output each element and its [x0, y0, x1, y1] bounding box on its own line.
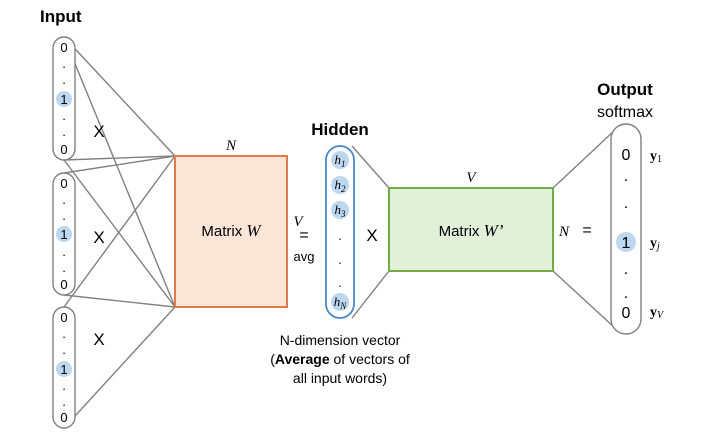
input-2-times: X [93, 228, 104, 247]
svg-text:.: . [624, 195, 628, 212]
svg-text:1: 1 [60, 362, 67, 377]
svg-text:.: . [62, 208, 66, 223]
svg-text:0: 0 [60, 310, 67, 325]
svg-text:1: 1 [622, 235, 631, 252]
input-connectors [63, 36, 176, 429]
input-vector-2: 0 . . 1 . . 0 [52, 172, 76, 296]
output-values: 0 . . 1 . . 0 [622, 147, 631, 322]
svg-text:0: 0 [60, 40, 67, 55]
svg-text:y1: y1 [650, 149, 662, 165]
svg-text:.: . [62, 108, 66, 123]
svg-text:.: . [624, 285, 628, 302]
input-1-hot-highlight [56, 91, 72, 107]
output-connectors [552, 129, 616, 329]
avg-equals: = [299, 227, 308, 244]
input-3-hot-highlight [56, 361, 72, 377]
avg-label: avg [294, 249, 315, 264]
output-y-labels: y1 yj yV [650, 149, 665, 321]
svg-text:.: . [338, 228, 341, 243]
svg-text:.: . [62, 260, 66, 275]
matrix-w2-equals: = [582, 222, 591, 239]
matrix-w2-label: Matrix W’ [439, 221, 504, 240]
output-hot-highlight [616, 232, 636, 252]
input-3-times: X [93, 330, 104, 349]
matrix-w2-right-dim: N [558, 224, 570, 240]
hidden-caption-line1: N-dimension vector [280, 332, 401, 348]
hidden-h3-highlight [331, 201, 349, 219]
matrix-w-box [174, 155, 288, 308]
hidden-hN-highlight [331, 293, 349, 311]
svg-text:0: 0 [60, 277, 67, 292]
svg-text:.: . [62, 342, 66, 357]
matrix-w2-top-dim: V [466, 170, 477, 186]
svg-text:.: . [624, 168, 628, 185]
hidden-caption-line2: (Average of vectors of [270, 351, 410, 367]
svg-text:h3: h3 [335, 202, 347, 219]
svg-text:.: . [338, 252, 341, 267]
matrix-w-label: Matrix W [201, 221, 262, 240]
hidden-title: Hidden [311, 120, 369, 139]
svg-text:.: . [62, 244, 66, 259]
output-title: Output [597, 80, 653, 99]
hidden-times: X [366, 226, 377, 245]
input-2-hot-highlight [56, 226, 72, 242]
svg-text:.: . [62, 56, 66, 71]
svg-text:1: 1 [60, 227, 67, 242]
hidden-h1-highlight [331, 151, 349, 169]
svg-text:h2: h2 [335, 177, 347, 194]
svg-text:.: . [338, 275, 341, 290]
svg-text:.: . [624, 261, 628, 278]
svg-text:.: . [62, 124, 66, 139]
svg-text:0: 0 [60, 142, 67, 157]
svg-text:yj: yj [650, 236, 660, 252]
svg-text:.: . [62, 394, 66, 409]
svg-text:0: 0 [60, 176, 67, 191]
input-1-times: X [93, 122, 104, 141]
svg-text:.: . [62, 192, 66, 207]
output-vector [610, 123, 642, 335]
svg-text:0: 0 [60, 410, 67, 425]
matrix-w2-box [388, 187, 554, 272]
input-title: Input [40, 7, 82, 26]
svg-text:.: . [62, 326, 66, 341]
svg-text:0: 0 [622, 147, 631, 164]
svg-text:0: 0 [622, 305, 631, 322]
hidden-caption-line3: all input words) [293, 370, 387, 386]
input-vector-1: 0 . . 1 . . 0 [52, 36, 76, 161]
svg-text:.: . [62, 378, 66, 393]
input-vector-3: 0 . . 1 . . 0 [52, 306, 76, 429]
matrix-w-top-dim: N [225, 138, 237, 154]
output-subtitle: softmax [597, 104, 653, 121]
hidden-items: h1 h2 h3 . . . hN [331, 151, 349, 311]
hidden-h2-highlight [331, 176, 349, 194]
svg-text:yV: yV [650, 305, 665, 321]
svg-text:hN: hN [334, 294, 348, 311]
svg-text:.: . [62, 72, 66, 87]
matrix-w-left-dim: V [293, 214, 304, 230]
svg-text:1: 1 [60, 92, 67, 107]
svg-text:h1: h1 [335, 152, 346, 169]
hidden-connectors [351, 145, 390, 319]
